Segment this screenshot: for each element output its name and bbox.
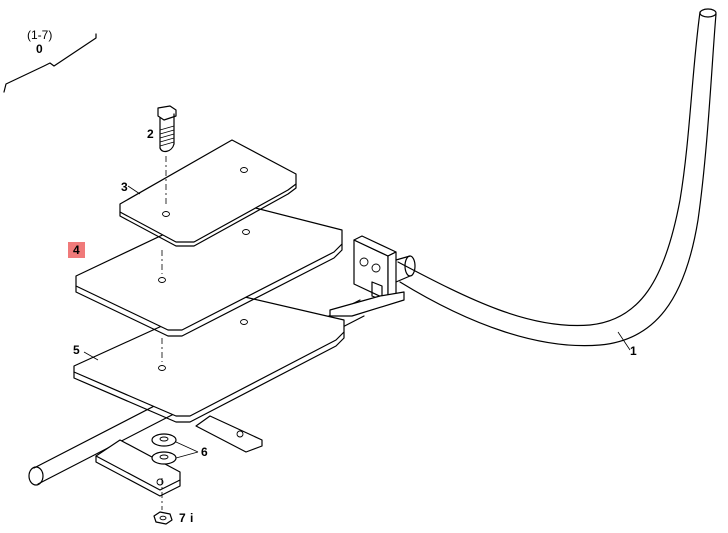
part-index-label: 0 <box>36 42 43 56</box>
plate-5 <box>73 293 345 423</box>
washers <box>151 433 199 465</box>
hinge-bracket <box>353 235 416 301</box>
plate-4 <box>75 201 343 337</box>
bolt <box>157 105 177 153</box>
callout-1[interactable]: 1 <box>630 344 637 358</box>
part-range-label: (1-7) <box>27 28 53 42</box>
callout-6[interactable]: 6 <box>201 445 208 459</box>
plate-3 <box>119 139 297 247</box>
callout-7[interactable]: 7 <box>179 511 186 525</box>
nut <box>153 511 173 525</box>
callout-5[interactable]: 5 <box>73 343 80 357</box>
callout-2[interactable]: 2 <box>147 127 154 141</box>
callout-3[interactable]: 3 <box>121 180 128 194</box>
header-bracket <box>3 33 97 93</box>
channel-bar <box>95 291 405 497</box>
callout-7-suffix: i <box>190 511 194 525</box>
callout-4-highlighted[interactable]: 4 <box>68 242 85 258</box>
center-axis <box>161 156 167 510</box>
curved-rod <box>397 8 717 351</box>
leader-lines <box>83 185 141 361</box>
